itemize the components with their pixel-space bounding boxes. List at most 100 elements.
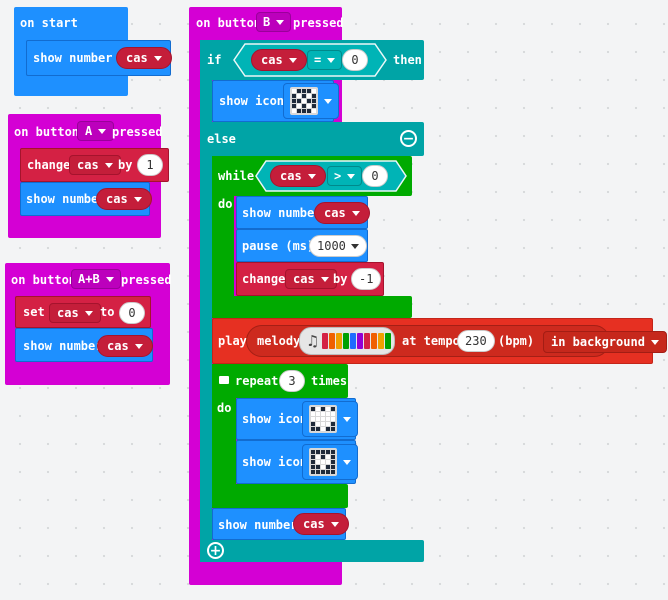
if-label: if — [207, 53, 222, 67]
variable-dropdown[interactable]: cas — [96, 188, 152, 210]
play-mode: in background — [551, 335, 645, 349]
set-block[interactable]: set cas to 0 — [15, 296, 151, 328]
add-else-if-plus-icon[interactable]: + — [207, 542, 224, 559]
repeat-footer — [212, 484, 348, 508]
change-amount-input[interactable]: -1 — [351, 268, 382, 290]
if-header[interactable]: if cas = 0 then — [200, 40, 424, 80]
repeat-label: repeat — [235, 374, 279, 388]
repeat-count-input[interactable]: 3 — [279, 370, 305, 392]
comment-icon[interactable] — [219, 376, 229, 384]
melody-note-2 — [329, 333, 336, 349]
operator-dropdown[interactable]: = — [307, 50, 343, 70]
button-ab-dropdown[interactable]: A+B — [71, 269, 121, 289]
pressed-label: pressed — [293, 16, 344, 30]
variable-name: cas — [57, 306, 79, 320]
compare-value-input[interactable]: 0 — [342, 49, 368, 71]
variable-dropdown[interactable]: cas — [116, 47, 172, 69]
button-a-dropdown[interactable]: A — [77, 121, 115, 141]
button-b-dropdown[interactable]: B — [256, 12, 292, 32]
variable-name: cas — [280, 169, 302, 183]
show-number-block[interactable]: show number cas — [212, 508, 349, 540]
show-number-label: show number — [26, 192, 106, 206]
melody-note-3 — [336, 333, 343, 349]
chevron-down-icon — [347, 173, 356, 179]
chevron-down-icon — [327, 57, 336, 63]
chevron-down-icon — [343, 459, 351, 465]
variable-name: cas — [106, 192, 128, 206]
melody-notes — [322, 333, 392, 349]
collapse-else-minus-icon[interactable]: − — [400, 130, 417, 147]
chevron-down-icon — [98, 128, 107, 134]
do-label: do — [218, 197, 233, 211]
by-label: by — [333, 272, 348, 286]
while-header[interactable]: while cas > 0 do — [212, 156, 412, 211]
do-label: do — [217, 401, 232, 415]
icon-dropdown[interactable] — [302, 444, 358, 480]
melody-note-6 — [357, 333, 364, 349]
if-else-block-spine[interactable] — [200, 40, 212, 562]
on-button-a-block[interactable]: on button A pressed change cas by 1 show… — [8, 114, 169, 238]
show-icon-block[interactable]: show icon — [212, 80, 339, 122]
icon-dropdown[interactable] — [302, 401, 358, 437]
show-number-label: show number — [23, 339, 103, 353]
x-icon — [290, 87, 318, 115]
melody-editor[interactable]: ♫ — [299, 327, 395, 355]
change-label: change — [242, 272, 286, 286]
variable-name: cas — [324, 206, 346, 220]
show-number-block[interactable]: show number cas — [20, 182, 152, 216]
show-icon-block[interactable]: show icon — [236, 440, 358, 484]
play-mode-dropdown[interactable]: in background — [543, 331, 667, 353]
operator: = — [314, 53, 322, 67]
show-number-block[interactable]: show number cas — [236, 196, 370, 229]
variable-dropdown[interactable]: cas — [49, 303, 101, 323]
melody-note-1 — [322, 333, 329, 349]
pause-label: pause (ms) — [242, 239, 315, 253]
show-icon-label: show icon — [242, 412, 308, 426]
change-label: change — [27, 158, 71, 172]
on-start-block[interactable]: on start show number cas — [14, 7, 172, 96]
show-icon-block[interactable]: show icon — [236, 398, 358, 440]
variable-dropdown[interactable]: cas — [251, 49, 307, 71]
pressed-label: pressed — [112, 125, 163, 139]
while-block-spine[interactable] — [212, 156, 234, 318]
on-button-ab-block[interactable]: on button A+B pressed set cas to 0 show … — [5, 263, 172, 385]
show-number-block[interactable]: show number cas — [15, 328, 153, 362]
show-number-label: show number — [242, 206, 322, 220]
chevron-down-icon — [84, 310, 93, 316]
pause-block[interactable]: pause (ms) 1000 — [236, 229, 368, 262]
melody-note-5 — [350, 333, 357, 349]
on-button-label: on button — [196, 16, 262, 30]
while-footer — [212, 296, 412, 318]
tempo-input[interactable]: 230 — [457, 330, 495, 352]
pause-duration-dropdown[interactable]: 1000 — [309, 235, 367, 257]
change-block[interactable]: change cas by -1 — [236, 262, 384, 296]
while-value-input[interactable]: 0 — [362, 165, 388, 187]
button-name: A+B — [78, 272, 100, 286]
if-else-footer[interactable]: + — [200, 540, 424, 562]
melody-note-7 — [364, 333, 371, 349]
chevron-down-icon — [133, 196, 142, 202]
melody-note-9 — [378, 333, 385, 349]
variable-name: cas — [126, 51, 148, 65]
variable-dropdown[interactable]: cas — [270, 165, 326, 187]
variable-dropdown[interactable]: cas — [97, 335, 153, 357]
melody-note-10 — [385, 333, 392, 349]
change-block[interactable]: change cas by 1 — [20, 148, 169, 182]
operator-dropdown[interactable]: > — [327, 166, 363, 186]
variable-dropdown[interactable]: cas — [285, 269, 337, 289]
variable-dropdown[interactable]: cas — [314, 202, 370, 224]
variable-dropdown[interactable]: cas — [69, 155, 121, 175]
play-melody-block[interactable]: play melody ♫ at tempo 230 (bpm) in back… — [212, 318, 667, 364]
icon-dropdown[interactable] — [283, 83, 339, 119]
repeat-header[interactable]: repeat 3 times do — [212, 364, 348, 415]
change-amount-input[interactable]: 1 — [137, 154, 163, 176]
by-label: by — [118, 158, 133, 172]
set-value-input[interactable]: 0 — [119, 302, 145, 324]
variable-name: cas — [303, 517, 325, 531]
on-start-show-number-block[interactable]: show number cas — [26, 40, 172, 76]
variable-dropdown[interactable]: cas — [293, 513, 349, 535]
on-button-label: on button — [14, 125, 80, 139]
operator: > — [334, 169, 342, 183]
else-header[interactable]: else − — [200, 122, 424, 156]
chevron-down-icon — [330, 521, 339, 527]
